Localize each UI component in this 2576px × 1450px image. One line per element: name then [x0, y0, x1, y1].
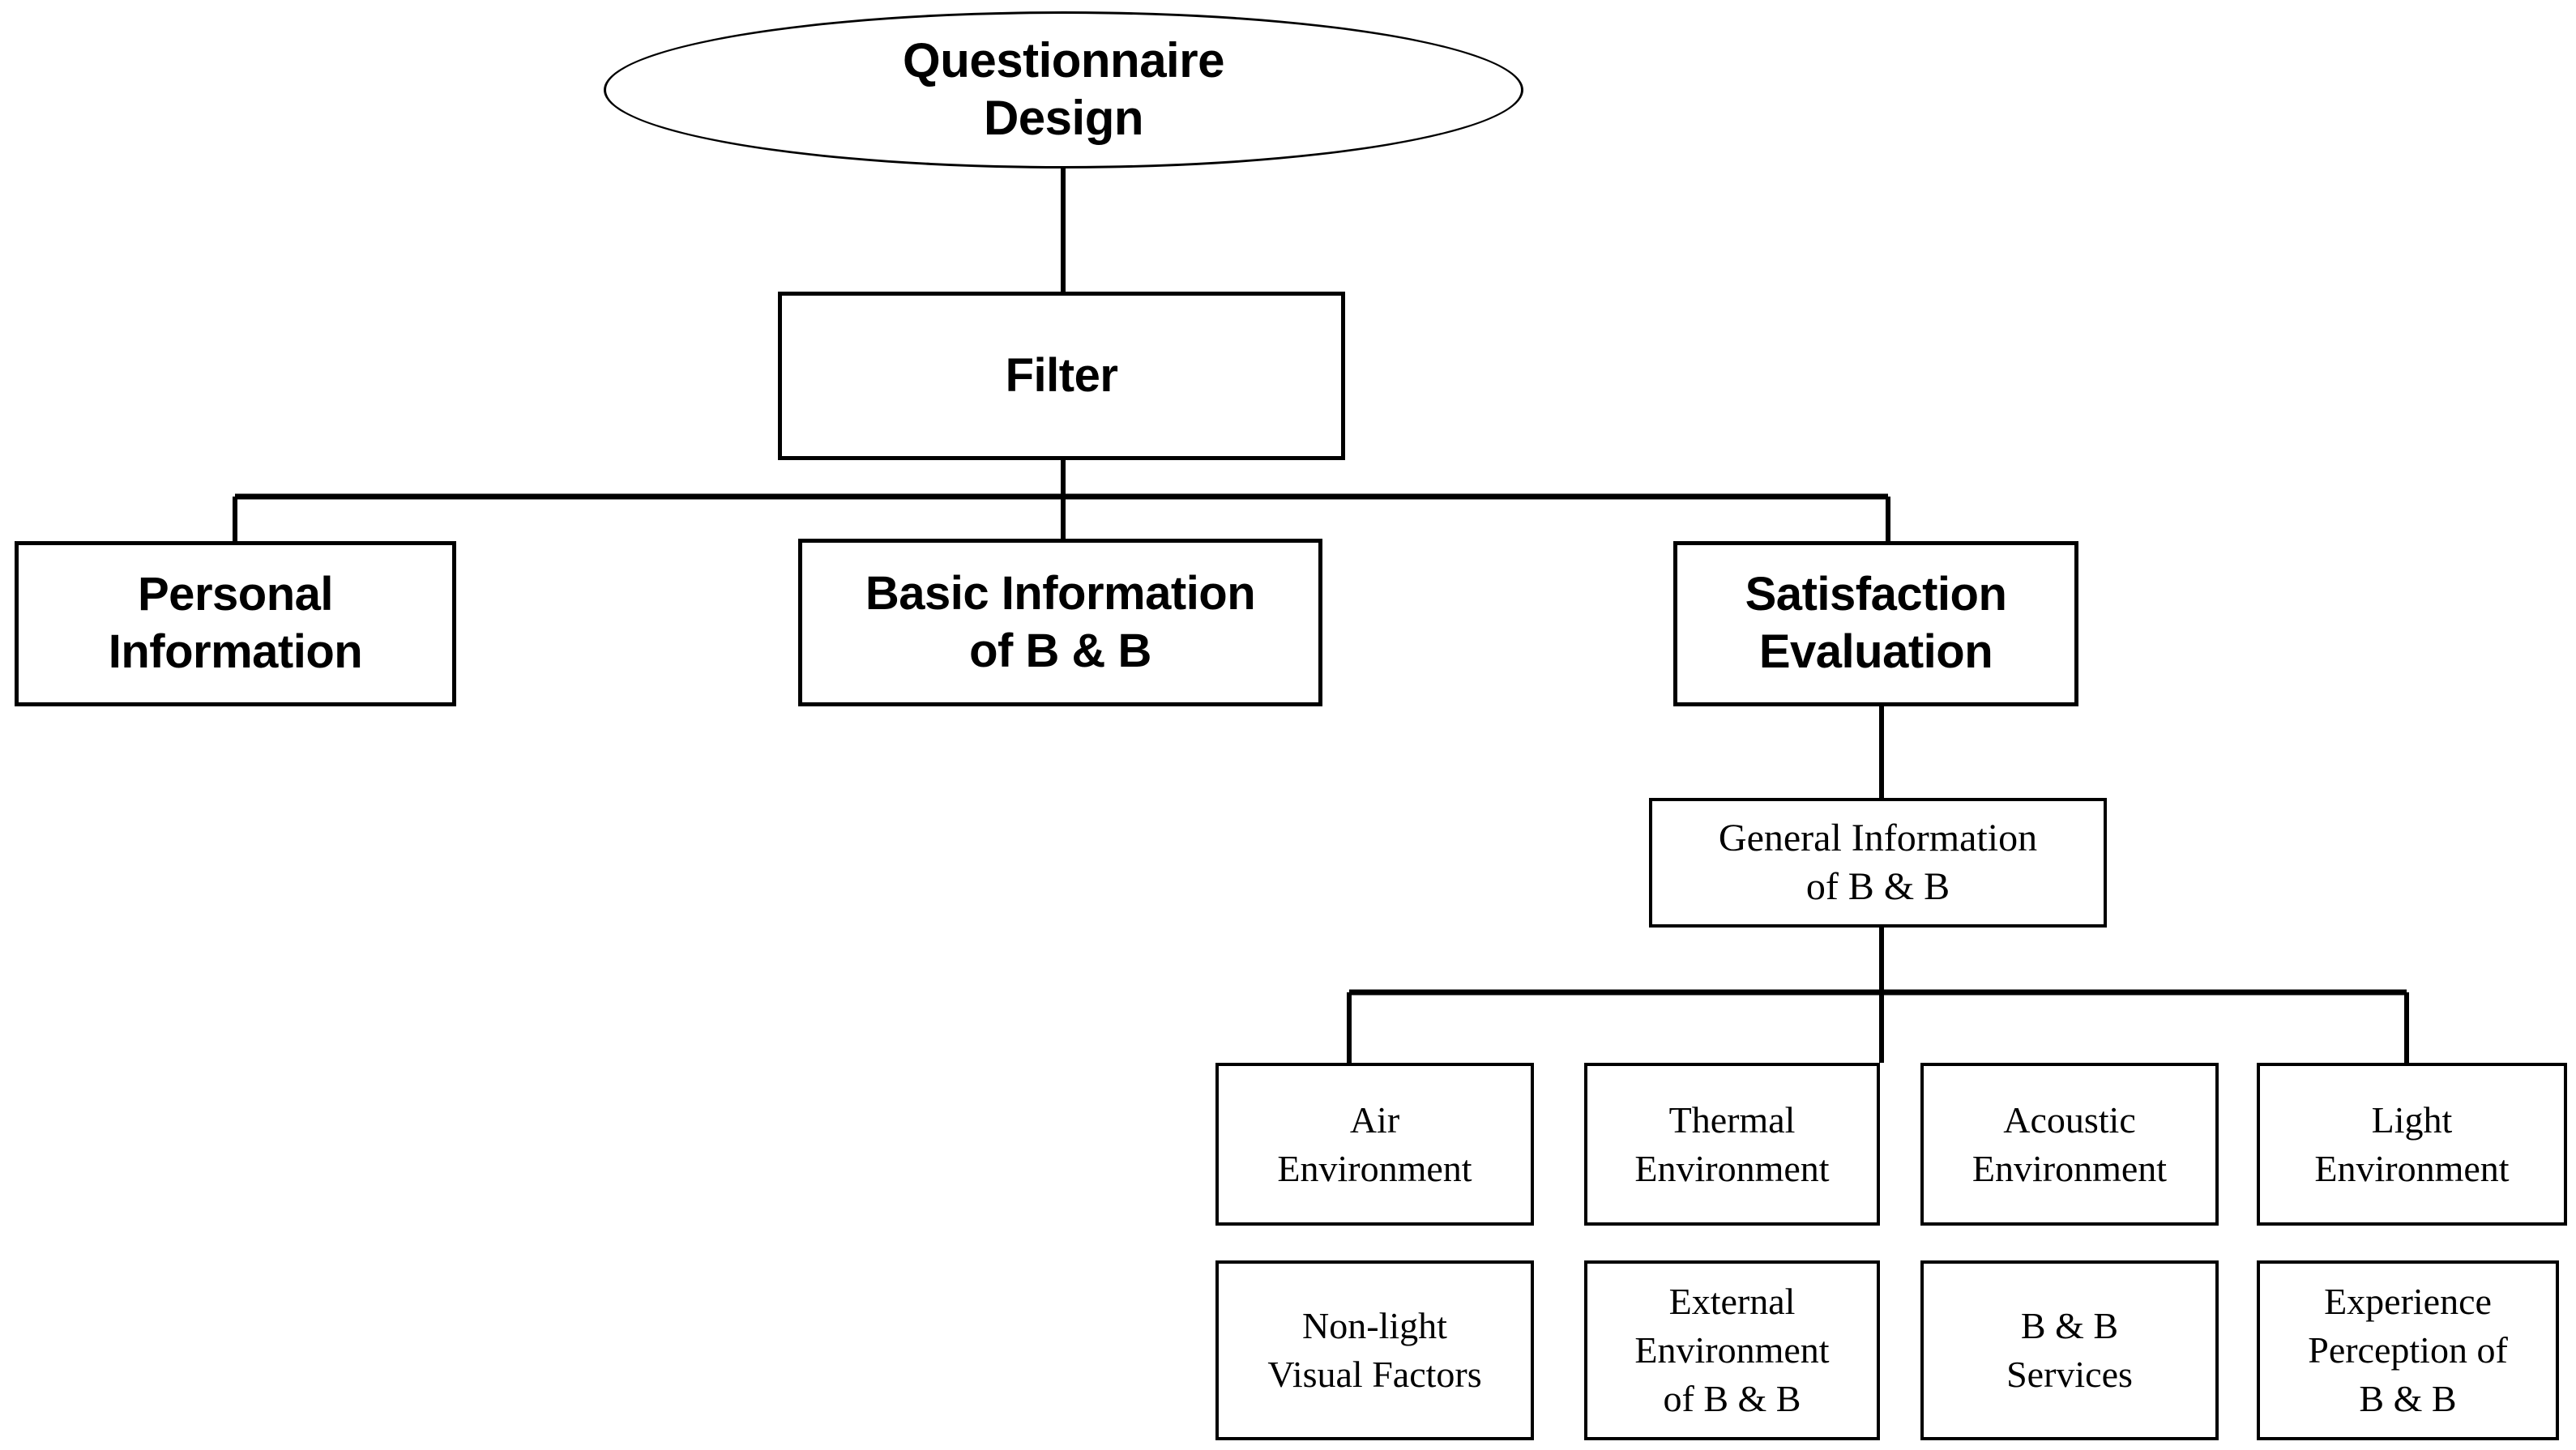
node-filter[interactable]: Filter	[778, 292, 1345, 460]
node-general-information-of-b-and-b[interactable]: General Information of B & B	[1649, 798, 2107, 928]
node-label: Non-light Visual Factors	[1267, 1305, 1482, 1395]
node-label: Air Environment	[1277, 1098, 1472, 1189]
node-label: Personal Information	[108, 568, 363, 678]
node-label: External Environment of B & B	[1634, 1281, 1830, 1419]
node-personal-information[interactable]: Personal Information	[15, 541, 456, 706]
node-label: Basic Information of B & B	[865, 566, 1256, 677]
node-label: Acoustic Environment	[1972, 1098, 2168, 1189]
node-label: Thermal Environment	[1634, 1098, 1830, 1189]
node-air-environment[interactable]: Air Environment	[1215, 1063, 1534, 1226]
node-satisfaction-evaluation[interactable]: Satisfaction Evaluation	[1673, 541, 2078, 706]
node-non-light-visual-factors[interactable]: Non-light Visual Factors	[1215, 1260, 1534, 1440]
node-light-environment[interactable]: Light Environment	[2257, 1063, 2567, 1226]
node-acoustic-environment[interactable]: Acoustic Environment	[1920, 1063, 2219, 1226]
node-external-environment-of-b-and-b[interactable]: External Environment of B & B	[1584, 1260, 1880, 1440]
node-thermal-environment[interactable]: Thermal Environment	[1584, 1063, 1880, 1226]
node-label: Experience Perception of B & B	[2308, 1281, 2508, 1419]
node-questionnaire-design[interactable]: Questionnaire Design	[604, 11, 1523, 168]
node-label: B & B Services	[2006, 1305, 2133, 1395]
node-b-and-b-services[interactable]: B & B Services	[1920, 1260, 2219, 1440]
node-experience-perception-of-b-and-b[interactable]: Experience Perception of B & B	[2257, 1260, 2559, 1440]
node-label: Satisfaction Evaluation	[1745, 568, 2007, 678]
node-basic-information-of-b-and-b[interactable]: Basic Information of B & B	[798, 539, 1322, 706]
node-label: General Information of B & B	[1718, 817, 2038, 908]
node-label: Filter	[1005, 348, 1118, 402]
node-label: Light Environment	[2314, 1098, 2510, 1189]
node-label: Questionnaire Design	[903, 33, 1224, 145]
